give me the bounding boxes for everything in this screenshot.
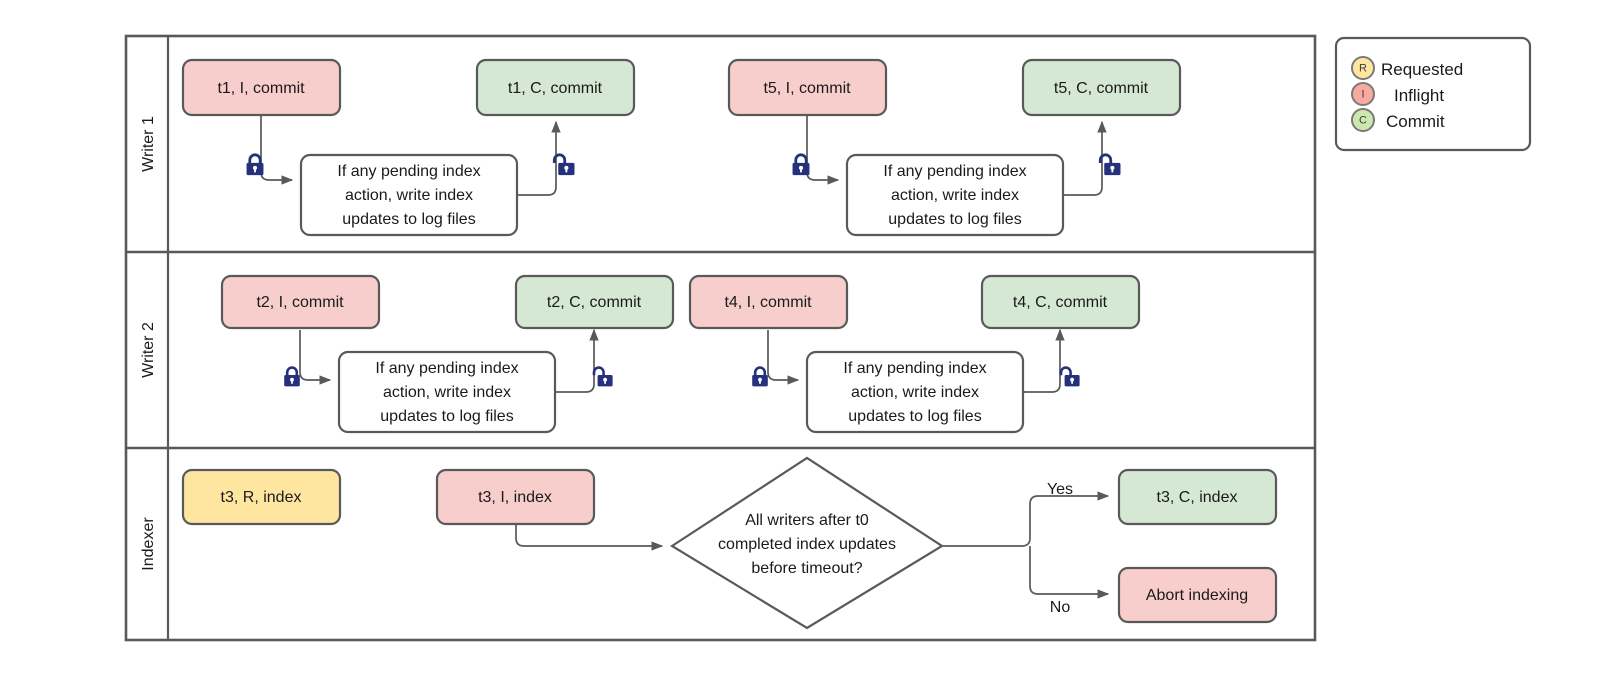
lane-label-writer1: Writer 1 [140,116,157,172]
edge-label-yes: Yes [1047,481,1073,498]
node-idx-t3-commit-label: t3, C, index [1157,489,1238,506]
lane-label-writer2: Writer 2 [140,322,157,378]
edge-decision-no [1029,546,1110,599]
edge-w1-process-to-t5c [1063,120,1107,196]
edge-idx-t3i-to-decision [515,524,664,551]
node-idx-t3-requested[interactable]: t3, R, index [181,468,342,526]
node-idx-t3-commit[interactable]: t3, C, index [1117,468,1278,526]
node-w2-t2-inflight[interactable]: t2, I, commit [220,274,381,330]
node-w2-t2-commit[interactable]: t2, C, commit [514,274,675,330]
process-w2-second[interactable]: If any pending index action, write index… [805,350,1025,434]
lane-label-writer2-text: Writer 2 [140,322,157,378]
decision-line1: All writers after t0 [745,512,869,529]
node-w1-t1-commit[interactable]: t1, C, commit [475,58,636,117]
process-w2-second-line3: updates to log files [848,408,981,425]
legend-label-requested: Requested [1381,60,1463,79]
process-w1-second-line3: updates to log files [888,211,1021,228]
process-w2-first-line2: action, write index [383,384,511,401]
process-w2-first[interactable]: If any pending index action, write index… [337,350,557,434]
node-w1-t5-inflight-label: t5, I, commit [763,80,851,97]
legend-item-requested: R Requested [1351,56,1463,80]
process-w1-second[interactable]: If any pending index action, write index… [845,153,1065,237]
node-w2-t4-inflight[interactable]: t4, I, commit [688,274,849,330]
process-w1-second-line1: If any pending index [883,163,1026,180]
node-w1-t1-commit-label: t1, C, commit [508,80,603,97]
node-w1-t5-inflight[interactable]: t5, I, commit [727,58,888,117]
process-w1-first-line3: updates to log files [342,211,475,228]
legend-badge-commit: C [1359,114,1367,126]
node-w1-t1-inflight-label: t1, I, commit [217,80,305,97]
legend-item-inflight: I Inflight [1351,82,1444,106]
legend-label-inflight: Inflight [1394,86,1444,105]
edge-w2-process-to-t2c [556,328,599,393]
process-w1-first-line2: action, write index [345,187,473,204]
lane-label-indexer: Indexer [140,517,157,571]
node-w1-t5-commit-label: t5, C, commit [1054,80,1149,97]
node-w2-t4-inflight-label: t4, I, commit [724,294,812,311]
node-w2-t4-commit-label: t4, C, commit [1013,294,1108,311]
process-w1-first[interactable]: If any pending index action, write index… [299,153,519,237]
legend-panel: R Requested I Inflight C Commit [1334,36,1532,152]
process-w1-second-line2: action, write index [891,187,1019,204]
node-w1-t1-inflight[interactable]: t1, I, commit [181,58,342,117]
node-idx-abort-label: Abort indexing [1146,587,1248,604]
node-w2-t2-commit-label: t2, C, commit [547,294,642,311]
edge-w2-process-to-t4c [1024,328,1065,393]
decision-line2: completed index updates [718,536,896,553]
edge-w2-t2i-to-process [299,330,332,385]
legend-item-commit: C Commit [1351,108,1445,132]
process-w1-first-line1: If any pending index [337,163,480,180]
edge-w2-t4i-to-process [767,330,800,385]
legend-label-commit: Commit [1386,112,1445,131]
edge-decision-yes [943,491,1110,547]
edge-w1-process-to-t1c [517,120,561,196]
node-idx-t3-requested-label: t3, R, index [221,489,302,506]
node-idx-t3-inflight[interactable]: t3, I, index [435,468,596,526]
process-w2-second-line2: action, write index [851,384,979,401]
edge-label-no: No [1050,599,1071,616]
node-w1-t5-commit[interactable]: t5, C, commit [1021,58,1182,117]
decision-all-writers-completed[interactable]: All writers after t0 completed index upd… [669,456,945,630]
lane-label-indexer-text: Indexer [140,517,157,571]
node-w2-t4-commit[interactable]: t4, C, commit [980,274,1141,330]
lane-label-writer1-text: Writer 1 [140,116,157,172]
legend-badge-inflight: I [1361,88,1364,100]
node-idx-t3-inflight-label: t3, I, index [478,489,552,506]
decision-line3: before timeout? [751,560,862,577]
process-w2-first-line3: updates to log files [380,408,513,425]
process-w2-second-line1: If any pending index [843,360,986,377]
legend-badge-requested: R [1359,62,1367,74]
node-w2-t2-inflight-label: t2, I, commit [256,294,344,311]
node-idx-abort-indexing[interactable]: Abort indexing [1117,566,1278,624]
process-w2-first-line1: If any pending index [375,360,518,377]
